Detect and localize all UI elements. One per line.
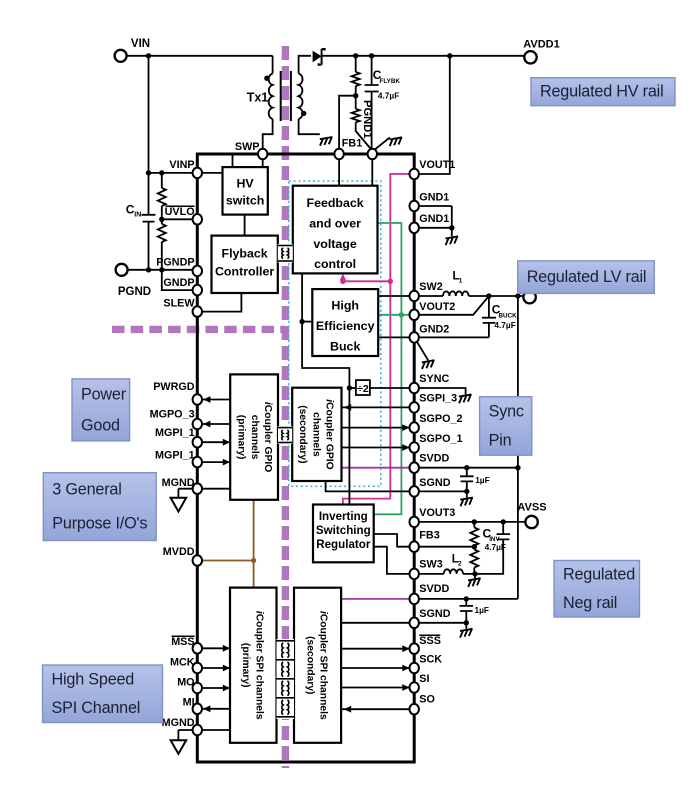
- svg-text:MGND: MGND: [162, 717, 195, 729]
- svg-text:SCK: SCK: [419, 654, 442, 666]
- svg-text:Switching: Switching: [316, 524, 371, 537]
- svg-text:HV: HV: [236, 177, 254, 191]
- svg-text:Regulated: Regulated: [563, 566, 635, 584]
- svg-text:channels: channels: [249, 415, 260, 460]
- svg-text:High Speed: High Speed: [52, 670, 135, 688]
- svg-text:SVDD: SVDD: [419, 583, 449, 595]
- svg-text:SW2: SW2: [419, 281, 442, 293]
- svg-text:SW3: SW3: [419, 559, 442, 571]
- svg-text:1: 1: [459, 278, 463, 285]
- svg-text:Sync: Sync: [489, 402, 524, 420]
- svg-text:4.7µF: 4.7µF: [485, 542, 506, 552]
- svg-text:iCoupler SPI channels: iCoupler SPI channels: [318, 611, 329, 720]
- svg-text:INV: INV: [489, 536, 500, 543]
- svg-text:GND2: GND2: [419, 324, 449, 336]
- svg-text:2: 2: [458, 561, 462, 568]
- svg-text:SGPO_2: SGPO_2: [419, 413, 462, 425]
- svg-text:(secondary): (secondary): [304, 636, 315, 694]
- svg-text:Regulator: Regulator: [316, 538, 371, 551]
- svg-text:Neg rail: Neg rail: [563, 594, 617, 612]
- svg-text:control: control: [314, 257, 356, 271]
- svg-text:Purpose I/O's: Purpose I/O's: [52, 515, 147, 533]
- svg-text:PWRGD: PWRGD: [153, 381, 195, 393]
- svg-text:PGNDP: PGNDP: [156, 257, 194, 269]
- svg-text:High: High: [331, 299, 359, 313]
- svg-text:4.7µF: 4.7µF: [378, 91, 399, 101]
- svg-text:VOUT1: VOUT1: [419, 159, 455, 171]
- svg-text:Efficiency: Efficiency: [316, 319, 375, 333]
- svg-text:VIN: VIN: [131, 38, 150, 50]
- svg-text:GND1: GND1: [419, 192, 449, 204]
- svg-text:C: C: [483, 527, 492, 541]
- svg-text:1µF: 1µF: [475, 605, 489, 615]
- svg-text:SPI Channel: SPI Channel: [52, 699, 141, 717]
- svg-text:SGPI_3: SGPI_3: [419, 393, 457, 405]
- svg-text:MGPO_3: MGPO_3: [150, 409, 195, 421]
- svg-text:VINP: VINP: [169, 159, 194, 171]
- svg-text:Pin: Pin: [489, 432, 512, 450]
- svg-text:L: L: [452, 554, 459, 566]
- svg-text:PGND: PGND: [118, 286, 151, 298]
- svg-text:C: C: [373, 68, 382, 82]
- svg-text:GND1: GND1: [419, 213, 449, 225]
- svg-text:MGPI_1: MGPI_1: [155, 427, 195, 439]
- svg-text:SVDD: SVDD: [419, 453, 449, 465]
- svg-text:SYNC: SYNC: [419, 373, 449, 385]
- svg-text:(secondary): (secondary): [297, 405, 308, 463]
- svg-text:VOUT3: VOUT3: [419, 507, 455, 519]
- svg-text:AVSS: AVSS: [517, 502, 546, 514]
- svg-text:C: C: [492, 303, 501, 317]
- svg-text:L: L: [453, 271, 460, 283]
- svg-text:Tx1: Tx1: [247, 91, 269, 105]
- svg-text:iCoupler SPI channels: iCoupler SPI channels: [253, 611, 264, 720]
- svg-text:MO: MO: [177, 677, 194, 689]
- svg-text:MI: MI: [183, 697, 195, 709]
- svg-text:IN: IN: [134, 212, 141, 219]
- svg-text:SI: SI: [419, 673, 429, 685]
- svg-text:Regulated HV rail: Regulated HV rail: [540, 83, 663, 101]
- svg-text:(primary): (primary): [240, 643, 251, 688]
- svg-text:Power: Power: [81, 385, 127, 403]
- svg-text:Controller: Controller: [215, 265, 274, 279]
- svg-text:SSS: SSS: [419, 635, 441, 647]
- svg-text:SWP: SWP: [235, 141, 260, 153]
- svg-text:MCK: MCK: [170, 657, 195, 669]
- svg-text:3 General: 3 General: [52, 481, 121, 499]
- svg-text:channels: channels: [310, 412, 321, 457]
- svg-text:SO: SO: [419, 694, 435, 706]
- svg-text:AVDD1: AVDD1: [523, 39, 559, 51]
- svg-text:÷2: ÷2: [357, 383, 369, 395]
- svg-text:MVDD: MVDD: [163, 546, 195, 558]
- svg-text:switch: switch: [226, 194, 265, 208]
- svg-text:voltage: voltage: [313, 237, 356, 251]
- svg-text:C: C: [126, 203, 135, 217]
- svg-text:Buck: Buck: [330, 340, 360, 354]
- svg-text:MGND: MGND: [162, 477, 195, 489]
- svg-text:(primary): (primary): [236, 415, 247, 460]
- svg-text:SGND: SGND: [419, 477, 450, 489]
- svg-text:Flyback: Flyback: [222, 247, 268, 261]
- svg-text:and over: and over: [309, 217, 361, 231]
- svg-text:BUCK: BUCK: [499, 313, 518, 320]
- svg-text:iCoupler GPIO: iCoupler GPIO: [324, 399, 335, 469]
- svg-text:VOUT2: VOUT2: [419, 301, 455, 313]
- svg-text:4.7µF: 4.7µF: [494, 320, 515, 330]
- svg-text:GNDP: GNDP: [163, 277, 194, 289]
- svg-text:SGND: SGND: [419, 608, 450, 620]
- svg-text:MGPI_1: MGPI_1: [155, 450, 195, 462]
- svg-text:Feedback: Feedback: [307, 196, 364, 210]
- svg-text:1µF: 1µF: [475, 475, 489, 485]
- svg-text:SGPO_1: SGPO_1: [419, 433, 462, 445]
- svg-text:FLYBK: FLYBK: [380, 78, 401, 85]
- svg-text:Good: Good: [81, 416, 120, 434]
- svg-text:Inverting: Inverting: [319, 510, 368, 523]
- svg-text:iCoupler GPIO: iCoupler GPIO: [262, 402, 273, 472]
- svg-text:Regulated LV rail: Regulated LV rail: [527, 268, 647, 286]
- svg-text:SLEW: SLEW: [163, 298, 195, 310]
- svg-text:FB1: FB1: [342, 138, 362, 150]
- svg-text:FB3: FB3: [419, 530, 439, 542]
- svg-text:UVLO: UVLO: [165, 206, 195, 218]
- svg-text:MSS: MSS: [171, 636, 194, 648]
- svg-text:PGND1: PGND1: [361, 100, 373, 139]
